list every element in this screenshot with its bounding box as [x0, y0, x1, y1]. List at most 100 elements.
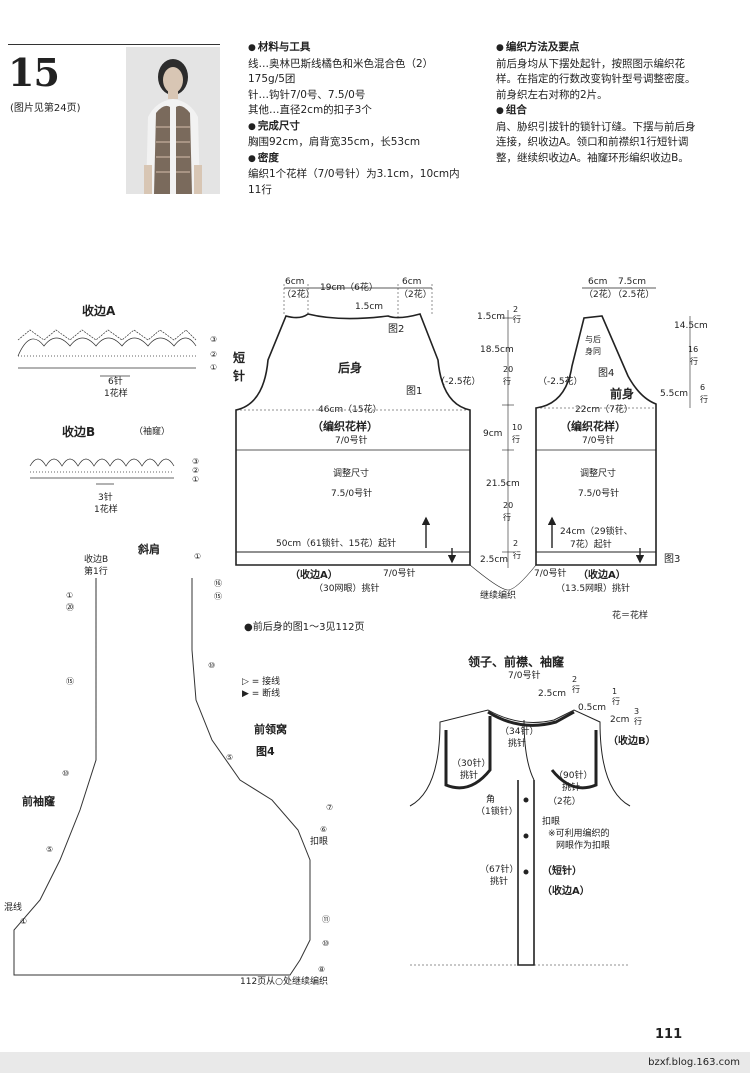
- front-hem-1: 24cm（29锁针、: [560, 527, 633, 537]
- collar-side-neck-1: （30针）: [452, 759, 491, 769]
- edge-b-sub: （袖窿）: [134, 427, 171, 437]
- chart4-r7: ⑦: [326, 803, 334, 812]
- back-shoulder-right: 6cm: [402, 277, 422, 287]
- side-dim-5-rows: 2: [513, 539, 519, 548]
- chart4-fig4: 图4: [256, 745, 275, 758]
- materials-line-4: 其他…直径2cm的扣子3个: [248, 104, 372, 116]
- chart4-edge-b-1: 收边B: [84, 555, 109, 565]
- chart4-r15: ⑮: [214, 592, 222, 601]
- collar-corner-1: 角: [486, 795, 496, 805]
- back-adjust: 调整尺寸: [333, 469, 370, 479]
- collar-title: 领子、前襟、袖窿: [468, 655, 565, 669]
- collar-note-1: ※可利用编织的: [548, 829, 610, 839]
- chart4-buttonhole: 扣眼: [310, 837, 329, 847]
- edge-a-short-1: 短: [233, 351, 246, 365]
- chart4-r10-bottom: ⑩: [322, 939, 330, 948]
- back-neck-width: 19cm（6花）: [320, 283, 378, 293]
- materials-line-3: 针…钩针7/0号、7.5/0号: [248, 88, 366, 101]
- collar-band-drawing: [409, 709, 631, 966]
- edge-b-row-2: ②: [192, 466, 200, 475]
- collar-back-neck-1: （34针）: [500, 727, 539, 737]
- chart4-r10-left: ⑩: [62, 769, 70, 778]
- gauge-line-2: 11行: [248, 183, 272, 196]
- front-neck-rows-unit: 行: [690, 357, 698, 366]
- back-edge-a: （收边A）: [290, 570, 338, 581]
- back-neck-depth: 1.5cm: [355, 302, 384, 312]
- collar-back-neck-2: 挑针: [508, 739, 527, 749]
- collar-w2: 0.5cm: [578, 703, 607, 713]
- chart4-r11: ⑪: [322, 915, 330, 924]
- side-dim-4-unit: 行: [503, 513, 511, 522]
- assembly-line-1: 肩、胁织引拔针的锁针订缝。下摆与前后身: [496, 120, 696, 133]
- back-bust: 46cm（15花）: [318, 405, 382, 415]
- back-pickup: （30网眼）挑针: [314, 584, 380, 594]
- back-title: 后身: [338, 361, 363, 375]
- collar-armhole-1: （90针）: [554, 771, 593, 781]
- gauge-heading: 密度: [248, 151, 460, 168]
- side-dim-2: 18.5cm: [480, 345, 514, 355]
- footer-bar: [0, 1052, 750, 1073]
- back-shoulder-left: 6cm: [285, 277, 305, 287]
- front-body-outline: [535, 315, 657, 566]
- back-body-outline: [235, 313, 471, 566]
- front-slope-rows-unit: 行: [700, 395, 708, 404]
- front-pattern: （编织花样）: [560, 420, 626, 433]
- model-photo-illustration: [126, 47, 220, 194]
- continue-label: 继续编织: [480, 591, 517, 601]
- front-neck-rows: 16: [688, 345, 699, 354]
- side-dim-5: 2.5cm: [480, 555, 509, 565]
- back-fig1-label: 图1: [406, 386, 423, 397]
- front-neck-depth: 14.5cm: [674, 321, 708, 331]
- chart4-legend-cut: ▶ = 断线: [242, 689, 281, 699]
- front-title: 前身: [610, 387, 635, 401]
- edge-a-chart-drawing: [17, 329, 197, 377]
- front-fig4-label: 图4: [598, 368, 615, 379]
- side-dim-4: 21.5cm: [486, 479, 520, 489]
- chart4-r6: ⑥: [320, 825, 328, 834]
- front-neck-p: （2.5花）: [613, 290, 655, 300]
- chart4-r1-top: ①: [194, 552, 202, 561]
- collar-w2-unit: 行: [612, 697, 620, 706]
- front-fig3-label: 图3: [664, 554, 681, 565]
- front-pickup: （13.5网眼）挑针: [556, 584, 631, 594]
- chart4-front-neck: 前领窝: [254, 723, 287, 736]
- collar-w2-rows: 1: [612, 687, 618, 696]
- photo-reference: (图片见第24页): [10, 103, 81, 114]
- assembly-line-3: 整，继续织收边A。袖窿环形编织收边B。: [496, 151, 689, 164]
- method-heading: 编织方法及要点: [496, 40, 696, 57]
- side-dim-2-rows: 20: [503, 365, 514, 374]
- chart4-legend-join: ▷ = 接线: [242, 677, 281, 687]
- collar-front-2: 挑针: [490, 877, 509, 887]
- materials-line-2: 175g/5团: [248, 73, 296, 85]
- front-hook-2: 7.5/0号针: [578, 489, 620, 499]
- collar-buttonhole: 扣眼: [542, 817, 561, 827]
- front-slope-rows: 6: [700, 383, 706, 392]
- front-adjust: 调整尺寸: [580, 469, 617, 479]
- collar-armhole-2: 挑针: [562, 783, 581, 793]
- side-dim-3: 9cm: [483, 429, 503, 439]
- back-shoulder-right-p: （2花）: [399, 290, 432, 300]
- front-edge-a: （收边A）: [578, 570, 626, 581]
- method-section: 编织方法及要点 前后身均从下摆处起针，按照图示编织花 样。在指定的行数改变钩针型…: [496, 40, 696, 166]
- size-line-1: 胸围92cm，肩背宽35cm，长53cm: [248, 136, 421, 148]
- edge-a-row-1: ①: [210, 363, 218, 372]
- chart4-join-label: 混线: [4, 903, 23, 913]
- back-shoulder-left-p: （2花）: [282, 290, 315, 300]
- method-line-2: 样。在指定的行数改变钩针型号调整密度。: [496, 73, 696, 85]
- edge-a-title: 收边A: [82, 304, 116, 318]
- front-same-as-back-2: 身同: [585, 347, 601, 356]
- collar-hook: 7/0号针: [508, 671, 541, 681]
- collar-corner-2: （1锁针）: [476, 807, 518, 817]
- collar-buttons: （2花）: [548, 797, 581, 807]
- front-shoulder: 6cm: [588, 277, 608, 287]
- edge-b-chart-drawing: [29, 458, 175, 485]
- header-rule: [8, 44, 220, 45]
- edge-b-title: 收边B: [62, 425, 96, 439]
- back-pattern: （编织花样）: [312, 420, 378, 433]
- side-dim-2-unit: 行: [503, 377, 511, 386]
- chart4-front-armhole: 前袖窿: [22, 795, 55, 808]
- back-fig2-label: 图2: [388, 324, 405, 335]
- front-hook-1: 7/0号针: [582, 436, 615, 446]
- model-photo: [126, 47, 220, 194]
